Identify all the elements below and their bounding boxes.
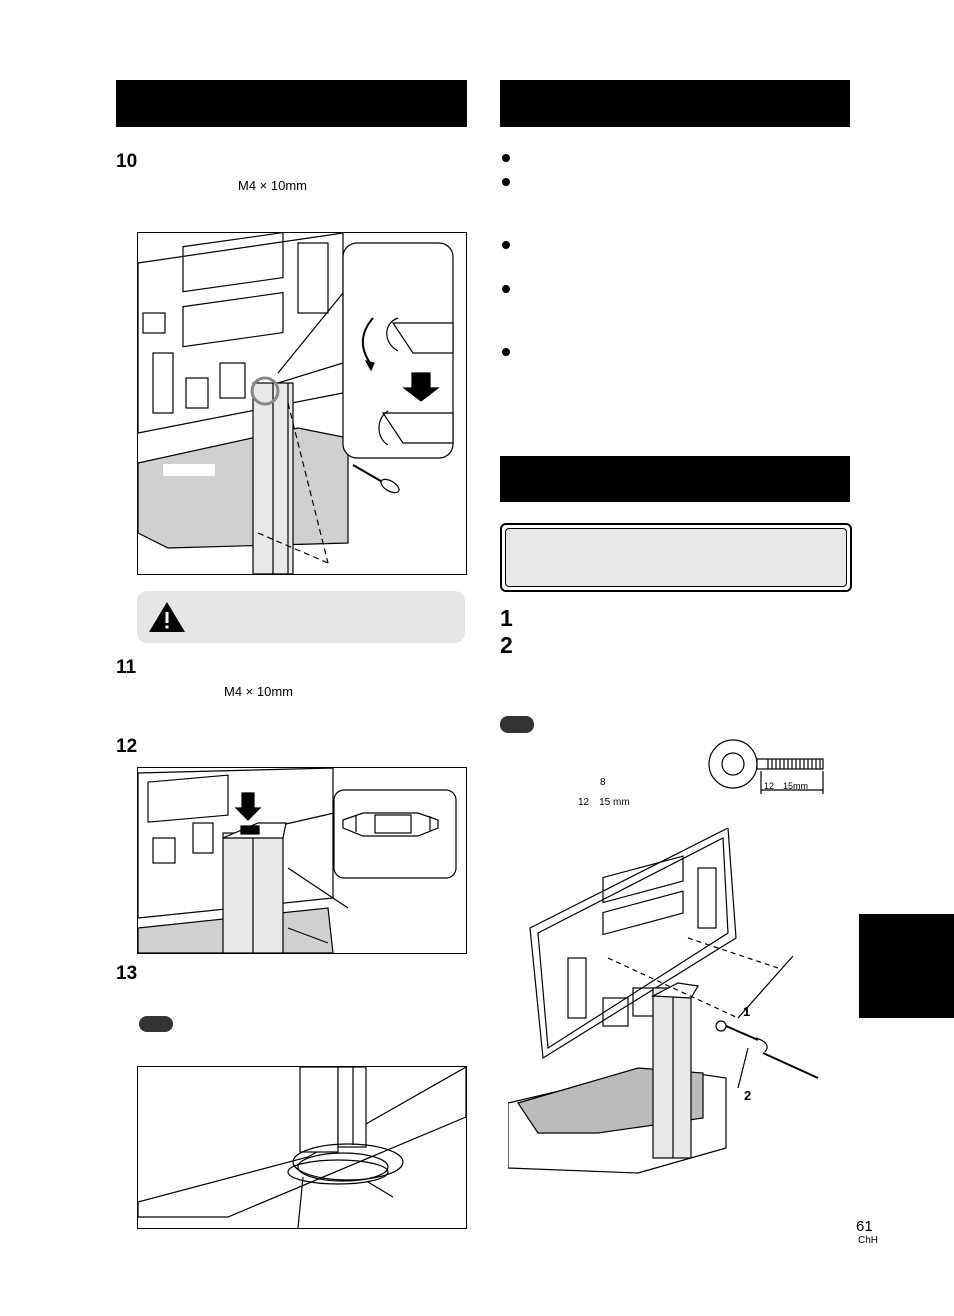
caution-box	[137, 591, 465, 643]
section-header-right-middle	[500, 456, 850, 502]
wire-label-2: 2	[744, 1088, 752, 1103]
bolt-diameter: 8	[600, 777, 606, 788]
note-label-left	[139, 1016, 173, 1032]
bullet-1	[502, 154, 510, 162]
figure-column-cover	[137, 767, 467, 954]
wire-label-1: 1	[743, 1004, 751, 1019]
eye-bolt-icon	[708, 739, 824, 794]
figure-cable-tie	[137, 1066, 467, 1229]
figure-tv-wall-anchor	[508, 828, 828, 1183]
step-11-number: 11	[116, 657, 137, 678]
bolt-dimension-label: 12 15mm	[764, 781, 809, 791]
step-10-screw-spec: M4 × 10mm	[238, 178, 307, 193]
cable-tie-illustration	[138, 1067, 466, 1228]
bolt-length: 12 15 mm	[578, 797, 630, 808]
section-header-left	[116, 80, 467, 127]
warning-triangle-icon	[149, 602, 185, 632]
eye-bolt-figure	[706, 737, 826, 795]
bullet-4	[502, 285, 510, 293]
step-10-number: 10	[116, 151, 138, 172]
language-code: ChH	[858, 1235, 879, 1246]
step-1-number: 1	[500, 605, 513, 631]
figure-stand-attach	[137, 232, 467, 575]
step-12-number: 12	[116, 736, 138, 757]
attention-note-inner	[505, 528, 847, 587]
tv-wall-anchor-illustration	[508, 828, 819, 1174]
note-label-right	[500, 716, 534, 733]
language-side-tab	[859, 914, 954, 1018]
attention-note-box	[500, 523, 852, 592]
column-cover-illustration	[138, 768, 457, 953]
stand-attach-illustration	[138, 233, 454, 574]
bullet-5	[502, 348, 510, 356]
step-13-number: 13	[116, 963, 138, 984]
section-header-right-top	[500, 80, 850, 127]
bullet-3	[502, 241, 510, 249]
bullet-2	[502, 178, 510, 186]
step-11-screw-spec: M4 × 10mm	[224, 684, 293, 699]
page-number: 61	[856, 1218, 873, 1235]
step-2-number: 2	[500, 632, 513, 658]
